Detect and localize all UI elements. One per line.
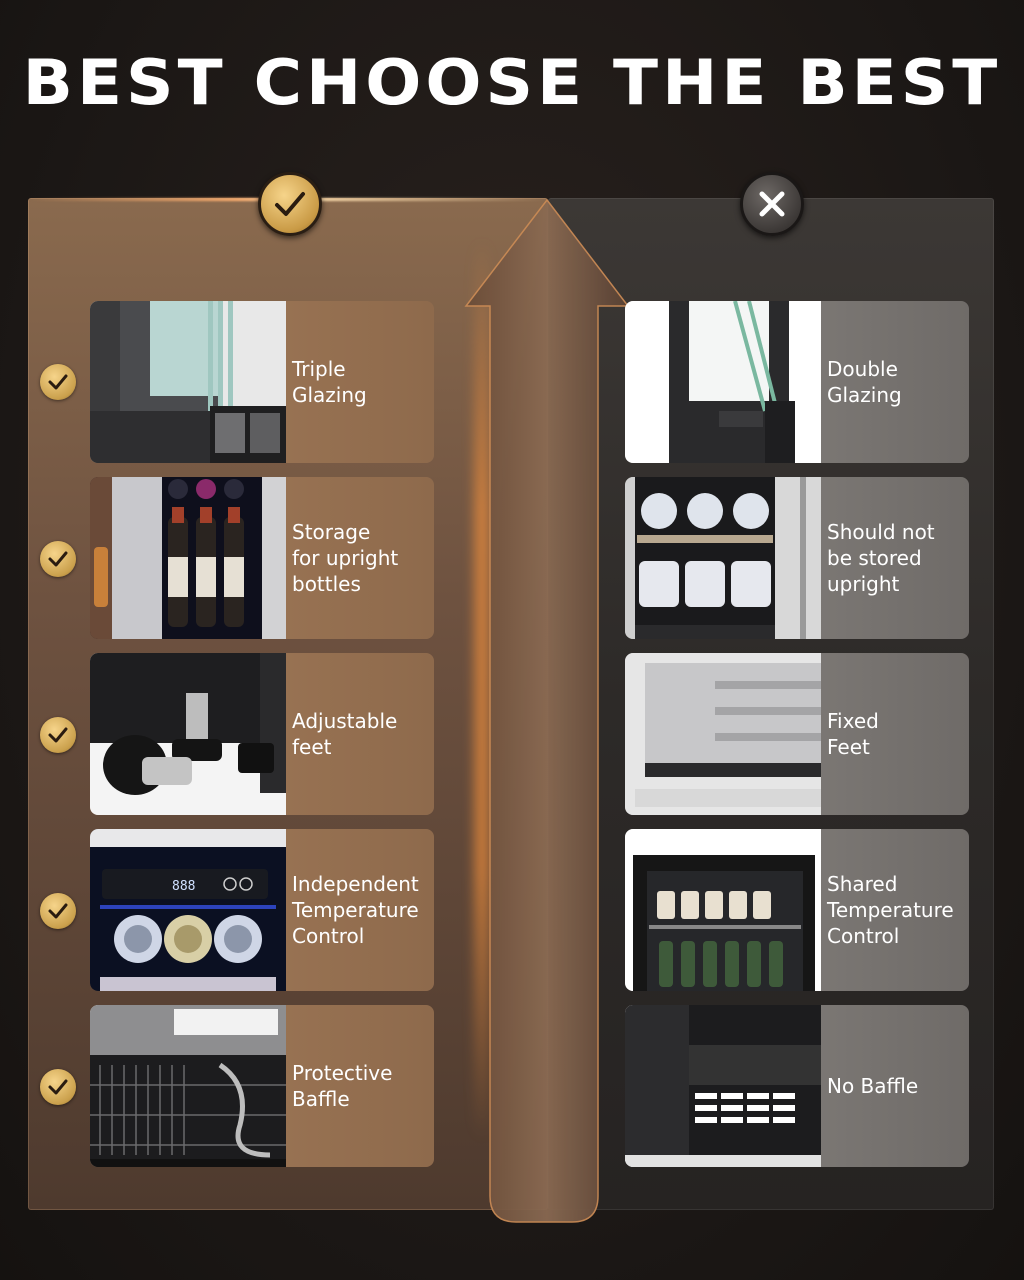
feature-card-independent-temp: 888 Independent Temperature Control (90, 829, 434, 991)
feature-card-triple-glazing: Triple Glazing (90, 301, 434, 463)
feature-label: Protective Baffle (292, 1061, 393, 1111)
close-icon (740, 172, 804, 236)
feature-label: Shared Temperature Control (827, 872, 954, 948)
feature-label: Double Glazing (827, 357, 902, 407)
feature-label: Storage for upright bottles (292, 520, 399, 596)
feature-card-fixed-feet: Fixed Feet (625, 653, 969, 815)
feature-label: Independent Temperature Control (292, 872, 419, 948)
triple-glazing-image (90, 301, 286, 463)
feature-card-not-upright: Should not be stored upright (625, 477, 969, 639)
feature-label: No Baffle (827, 1074, 919, 1098)
upright-bottles-image (90, 477, 286, 639)
adjustable-feet-image (90, 653, 286, 815)
feature-card-upright-bottles: Storage for upright bottles (90, 477, 434, 639)
headline: BEST CHOOSE THE BEST (22, 45, 1002, 120)
display-readout: 888 (172, 879, 195, 894)
feature-card-protective-baffle: Protective Baffle (90, 1005, 434, 1167)
double-glazing-image (625, 301, 821, 463)
check-icon (258, 172, 322, 236)
feature-label: Fixed Feet (827, 709, 879, 759)
up-arrow (464, 198, 630, 1223)
shared-temp-image (625, 829, 821, 991)
feature-card-adjustable-feet: Adjustable feet (90, 653, 434, 815)
check-icon (40, 1069, 76, 1105)
not-upright-image (625, 477, 821, 639)
check-icon (40, 893, 76, 929)
no-baffle-image (625, 1005, 821, 1167)
feature-label: Triple Glazing (292, 357, 367, 407)
feature-card-double-glazing: Double Glazing (625, 301, 969, 463)
check-icon (40, 717, 76, 753)
independent-temp-image: 888 (90, 829, 286, 991)
feature-card-shared-temp: Shared Temperature Control (625, 829, 969, 991)
feature-card-no-baffle: No Baffle (625, 1005, 969, 1167)
feature-label: Adjustable feet (292, 709, 398, 759)
protective-baffle-image (90, 1005, 286, 1167)
check-icon (40, 541, 76, 577)
fixed-feet-image (625, 653, 821, 815)
check-icon (40, 364, 76, 400)
glow-line (475, 240, 489, 1140)
feature-label: Should not be stored upright (827, 520, 935, 596)
